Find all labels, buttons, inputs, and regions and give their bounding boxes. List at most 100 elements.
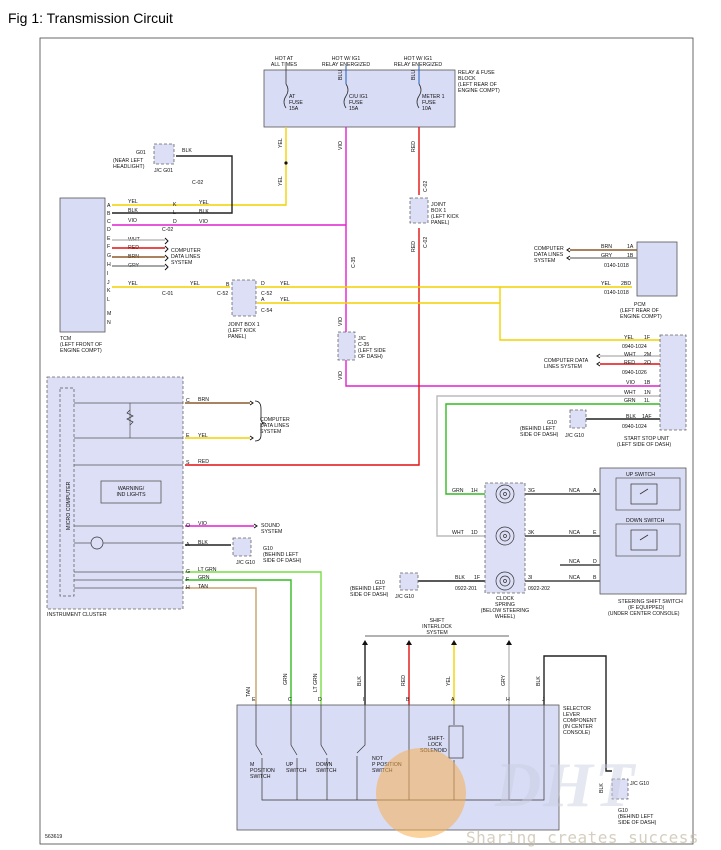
svg-text:START STOP UNIT(LEFT SIDE OF D: START STOP UNIT(LEFT SIDE OF DASH) [617, 436, 671, 448]
svg-text:BLU: BLU [411, 70, 417, 80]
wire-yel-main [112, 127, 287, 206]
svg-text:K: K [173, 202, 177, 208]
svg-text:E: E [593, 530, 597, 536]
svg-text:BLK: BLK [599, 783, 605, 793]
start-stop-unit: START STOP UNIT(LEFT SIDE OF DASH) COMPU… [520, 334, 687, 448]
svg-text:1H: 1H [471, 488, 478, 494]
fuse-cu-ig1 [343, 83, 349, 109]
svg-text:1AF: 1AF [642, 414, 652, 420]
svg-text:GRN: GRN [198, 575, 210, 581]
svg-text:L: L [107, 297, 110, 303]
svg-text:0940-1026: 0940-1026 [622, 370, 647, 376]
svg-text:C: C [107, 219, 111, 225]
svg-text:B: B [593, 575, 597, 581]
svg-text:VIO: VIO [128, 218, 137, 224]
svg-text:1D: 1D [471, 530, 478, 536]
svg-text:J/C G10: J/C G10 [395, 594, 414, 600]
svg-text:BLK: BLK [357, 676, 363, 686]
svg-text:0940-1024: 0940-1024 [622, 344, 647, 350]
svg-text:J: J [542, 697, 545, 703]
svg-text:BLK: BLK [536, 676, 542, 686]
svg-text:VIO: VIO [199, 219, 208, 225]
svg-text:I: I [363, 697, 364, 703]
svg-text:RED: RED [401, 675, 407, 686]
instrument-cluster: MICRO COMPUTER WARNING/IND LIGHTS INSTRU… [46, 376, 302, 618]
svg-text:K: K [107, 288, 111, 294]
svg-text:G01: G01 [136, 150, 146, 156]
svg-text:BLK: BLK [626, 414, 636, 420]
svg-text:YEL: YEL [198, 433, 208, 439]
svg-text:L: L [173, 210, 176, 216]
svg-text:YEL: YEL [128, 281, 138, 287]
svg-text:D: D [318, 697, 322, 703]
svg-text:WHT: WHT [624, 352, 637, 358]
svg-text:C-02: C-02 [423, 237, 429, 248]
svg-text:GRN: GRN [283, 673, 289, 685]
svg-text:C: C [288, 697, 292, 703]
svg-text:E: E [186, 433, 190, 439]
svg-text:3I: 3I [528, 575, 532, 581]
svg-text:YEL: YEL [624, 335, 634, 341]
svg-text:B: B [107, 211, 111, 217]
svg-text:D: D [107, 227, 111, 233]
svg-text:1B: 1B [644, 380, 651, 386]
svg-text:LT GRN: LT GRN [198, 567, 217, 573]
svg-text:GRN: GRN [624, 398, 636, 404]
svg-text:1F: 1F [474, 575, 480, 581]
svg-text:TAN: TAN [246, 687, 252, 697]
warning-lights-box [100, 480, 162, 504]
svg-text:WHT: WHT [452, 530, 465, 536]
svg-text:YEL: YEL [128, 199, 138, 205]
watermark-text: Sharing creates success [466, 828, 700, 847]
svg-text:A: A [186, 542, 190, 548]
svg-text:E: E [252, 697, 256, 703]
svg-text:1N: 1N [644, 390, 651, 396]
svg-text:YEL: YEL [446, 676, 452, 686]
svg-text:H: H [186, 585, 190, 591]
svg-text:VIO: VIO [626, 380, 635, 386]
svg-text:GRY: GRY [601, 253, 613, 259]
svg-text:C-01: C-01 [162, 291, 173, 297]
svg-text:N: N [107, 320, 111, 326]
watermark-logo: DHT [495, 749, 637, 820]
svg-text:RED: RED [411, 241, 417, 252]
svg-text:O: O [186, 523, 190, 529]
svg-text:BLU: BLU [338, 70, 344, 80]
svg-text:YEL: YEL [601, 281, 611, 287]
svg-text:BLK: BLK [199, 209, 209, 215]
svg-text:B: B [406, 697, 410, 703]
svg-text:GRN: GRN [452, 488, 464, 494]
figure-title: Fig 1: Transmission Circuit [8, 10, 173, 26]
svg-text:2M: 2M [644, 352, 651, 358]
svg-text:F: F [107, 244, 110, 250]
svg-text:VIO: VIO [338, 317, 344, 326]
svg-text:A: A [593, 488, 597, 494]
svg-text:C-02: C-02 [162, 227, 173, 233]
svg-text:J/C G10: J/C G10 [565, 433, 584, 439]
svg-text:TAN: TAN [198, 584, 208, 590]
svg-text:C: C [186, 398, 190, 404]
svg-text:BLK: BLK [128, 208, 138, 214]
svg-text:NCA: NCA [569, 488, 580, 494]
fuse-at [283, 83, 289, 109]
svg-text:RED: RED [411, 141, 417, 152]
svg-text:M: M [107, 311, 111, 317]
svg-text:NCA: NCA [569, 559, 580, 565]
svg-text:0922-202: 0922-202 [528, 586, 550, 592]
